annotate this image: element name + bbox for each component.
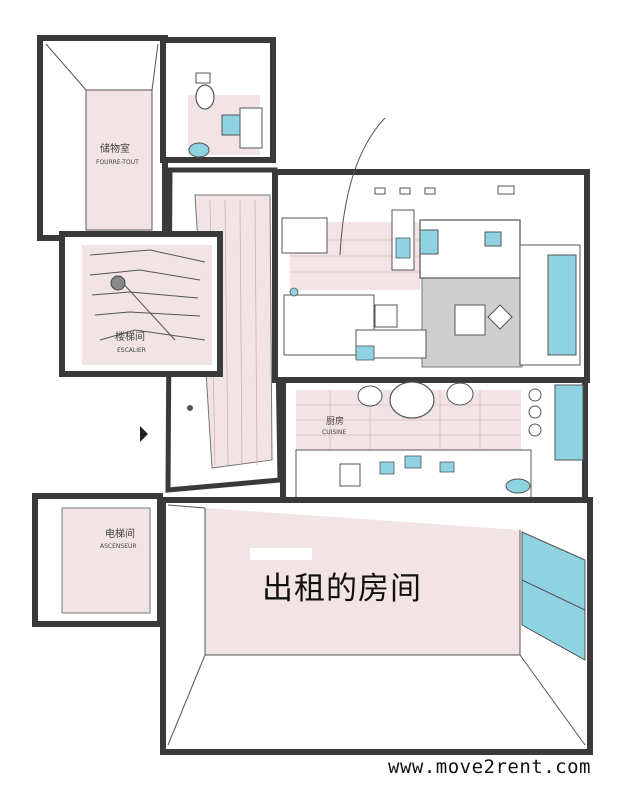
living-room xyxy=(272,117,590,383)
toilet-icon xyxy=(195,84,215,110)
storage-label-zh: 储物室 xyxy=(100,142,130,155)
newel-post-icon xyxy=(110,275,126,291)
stairs-label-fr: ESCALIER xyxy=(117,347,146,354)
rental-room xyxy=(160,497,593,755)
stairs-label-zh: 楼梯间 xyxy=(115,330,145,343)
elevator-lobby: 电梯间 ASCENSEUR xyxy=(32,426,163,627)
entrance-arrow-icon xyxy=(140,426,148,442)
window-icon xyxy=(547,254,577,356)
kitchen: 厨房 CUISINE xyxy=(280,377,588,523)
sink-icon xyxy=(188,142,210,158)
dining-table-icon xyxy=(389,381,435,419)
elevator-label-fr: ASCENSEUR xyxy=(100,543,137,550)
door-handle-icon xyxy=(187,405,193,411)
rental-window-icon xyxy=(521,531,586,661)
kitchen-label-fr: CUISINE xyxy=(322,429,346,436)
kitchen-label-zh: 厨房 xyxy=(326,415,344,427)
rental-room-label: 出租的房间 xyxy=(262,571,422,607)
website-url[interactable]: www.move2rent.com xyxy=(388,756,591,778)
storage-label-fr: FOURRE-TOUT xyxy=(96,159,139,166)
bathroom xyxy=(160,37,276,163)
kitchen-window-icon xyxy=(554,384,584,461)
elevator-label-zh: 电梯间 xyxy=(105,527,135,540)
storage-room: 储物室 FOURRE-TOUT xyxy=(37,35,168,241)
coffee-table-icon xyxy=(454,304,486,336)
staircase: 楼梯间 ESCALIER xyxy=(59,231,223,377)
